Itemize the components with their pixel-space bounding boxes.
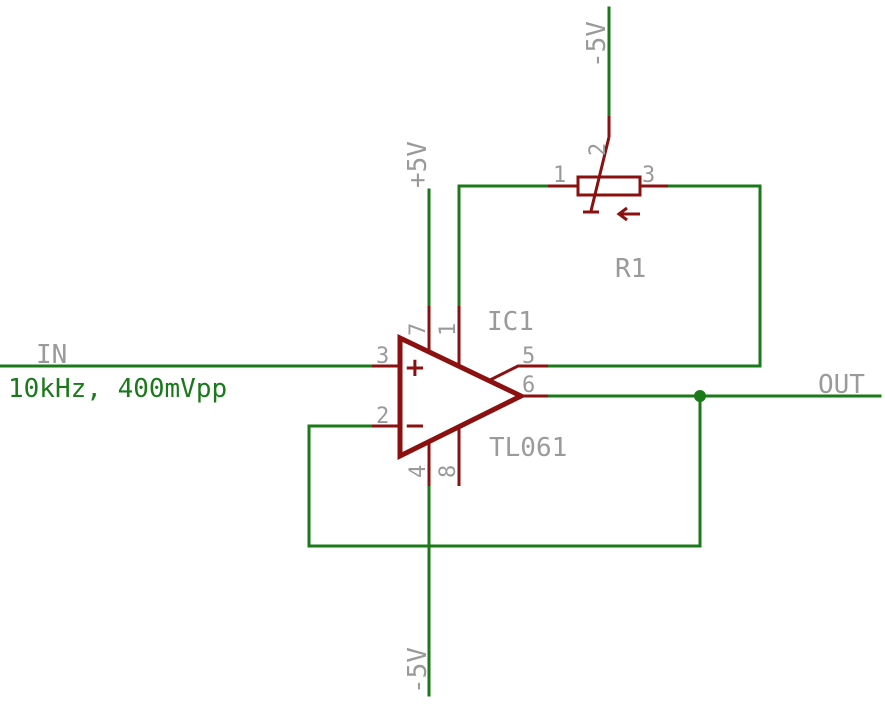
net-label-out: OUT: [818, 370, 865, 400]
net-label-in: IN: [36, 340, 67, 370]
pot-pin2-number: 2: [586, 143, 611, 156]
opamp-pin7-number: 7: [406, 323, 431, 336]
opamp-pin5-line: [489, 364, 548, 382]
opamp-value-label: TL061: [489, 433, 567, 463]
supply-label-pot: -5V: [582, 21, 612, 68]
pot-pin1-number: 1: [553, 163, 566, 188]
wire-null-5: [546, 184, 762, 368]
pot-pin3-number: 3: [642, 163, 655, 188]
pot-wiper-diagonal: [589, 136, 611, 212]
wire-feedback: [307, 394, 702, 548]
supply-label-vcc: +5V: [403, 141, 433, 188]
opamp-ic1[interactable]: + − 3 2 5 6 7 1 4 8 IC1 TL061: [372, 306, 567, 486]
opamp-ref-label: IC1: [487, 307, 534, 337]
supply-label-vee: -5V: [403, 647, 433, 694]
opamp-pin8-number: 8: [436, 465, 461, 478]
opamp-pin1-number: 1: [436, 323, 461, 336]
wire-null-1: [457, 184, 550, 308]
opamp-pin4-number: 4: [406, 465, 431, 478]
opamp-pin6-number: 6: [522, 373, 535, 398]
pot-body: [576, 175, 642, 197]
junction-dot: [694, 390, 706, 402]
wires: [0, 6, 882, 697]
net-note-in: 10kHz, 400mVpp: [8, 374, 227, 404]
pot-ref-label: R1: [615, 254, 646, 284]
opamp-minus-sign: −: [404, 411, 426, 441]
opamp-pin3-number: 3: [376, 344, 389, 369]
opamp-pin2-number: 2: [376, 404, 389, 429]
pot-arrow-icon: [616, 206, 640, 222]
potentiometer-r1[interactable]: 1 3 2 R1: [548, 116, 668, 284]
opamp-plus-sign: +: [404, 353, 426, 383]
opamp-pin5-number: 5: [522, 344, 535, 369]
